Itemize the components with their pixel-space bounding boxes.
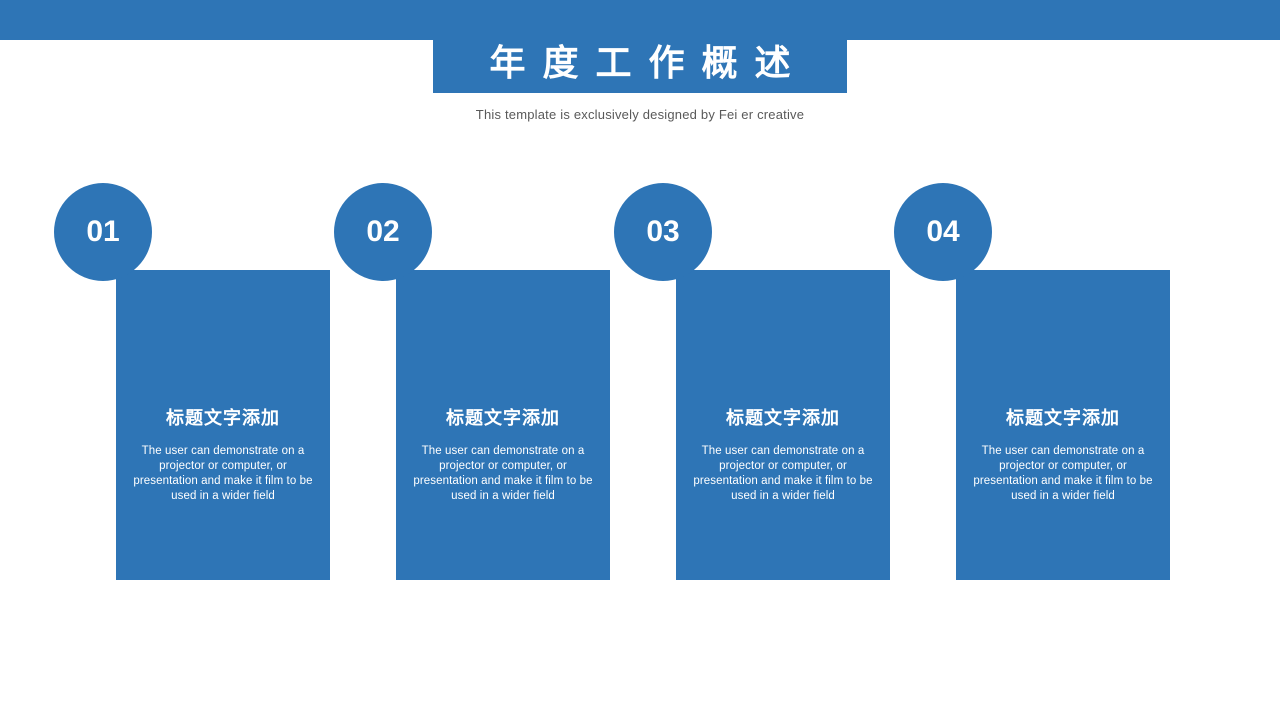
card-title: 标题文字添加 — [166, 408, 280, 428]
step-number: 02 — [366, 215, 400, 248]
step-number-badge: 04 — [894, 183, 992, 281]
overview-item-4: 04 标题文字添加 The user can demonstrate on a … — [894, 183, 1170, 580]
slide-title-banner: 年度工作概述 — [433, 33, 847, 93]
card-body-text: The user can demonstrate on a projector … — [693, 444, 873, 502]
card-title: 标题文字添加 — [446, 408, 560, 428]
overview-item-2: 02 标题文字添加 The user can demonstrate on a … — [334, 183, 610, 580]
slide-subtitle: This template is exclusively designed by… — [475, 107, 805, 122]
overview-card: 标题文字添加 The user can demonstrate on a pro… — [116, 270, 330, 580]
step-number-badge: 01 — [54, 183, 152, 281]
overview-card: 标题文字添加 The user can demonstrate on a pro… — [396, 270, 610, 580]
overview-card: 标题文字添加 The user can demonstrate on a pro… — [676, 270, 890, 580]
card-title: 标题文字添加 — [726, 408, 840, 428]
card-body-text: The user can demonstrate on a projector … — [973, 444, 1153, 502]
overview-item-3: 03 标题文字添加 The user can demonstrate on a … — [614, 183, 890, 580]
card-body-text: The user can demonstrate on a projector … — [133, 444, 313, 502]
overview-card: 标题文字添加 The user can demonstrate on a pro… — [956, 270, 1170, 580]
step-number-badge: 02 — [334, 183, 432, 281]
card-body-text: The user can demonstrate on a projector … — [413, 444, 593, 502]
step-number: 04 — [926, 215, 960, 248]
slide-title: 年度工作概述 — [489, 42, 808, 83]
step-number-badge: 03 — [614, 183, 712, 281]
step-number: 01 — [86, 215, 120, 248]
step-number: 03 — [646, 215, 680, 248]
overview-item-1: 01 标题文字添加 The user can demonstrate on a … — [54, 183, 330, 580]
card-title: 标题文字添加 — [1006, 408, 1120, 428]
